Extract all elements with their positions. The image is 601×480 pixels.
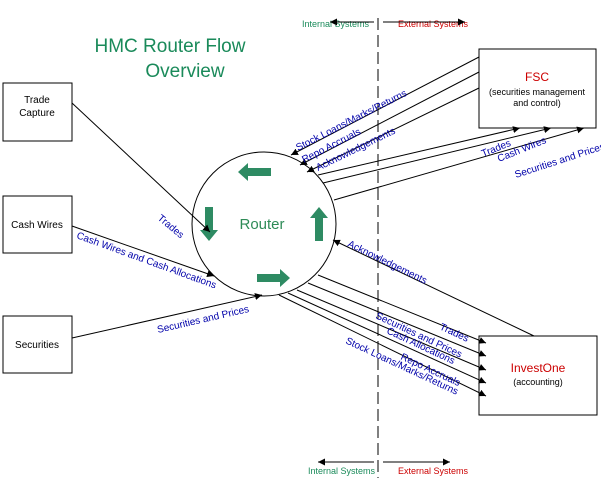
securities-box[interactable]: [2, 315, 73, 374]
router-label: Router: [239, 216, 284, 233]
legend-internal-bottom: Internal Systems: [308, 466, 376, 476]
flow-cash-wires-to-router: [71, 225, 215, 277]
cash-wires-box[interactable]: [2, 195, 73, 254]
label-io-acknowledgements: Acknowledgements: [346, 239, 429, 287]
flow-router-to-fsc-cash-wires: [322, 126, 552, 184]
flow-router-to-investone-trades: [317, 274, 487, 344]
flow-router-to-investone-cash-allocations: [296, 289, 487, 371]
legend-external-bottom: External Systems: [398, 466, 469, 476]
cash-wires-label: Cash Wires: [11, 220, 63, 231]
legend-external-top: External Systems: [398, 19, 469, 29]
securities-label: Securities: [15, 340, 59, 351]
label-securities-prices-in: Securities and Prices: [156, 304, 250, 336]
router-circle[interactable]: [191, 151, 337, 297]
trade-capture-label-1: Trade: [24, 95, 50, 106]
trade-capture-box[interactable]: [2, 82, 73, 142]
fsc-desc-1: (securities management: [489, 87, 586, 97]
flow-fsc-acknowledgements: [306, 87, 480, 173]
diagram-title-line-2: Overview: [145, 61, 224, 82]
router-arrow-up-icon: [310, 207, 328, 241]
flow-securities-to-router: [71, 293, 263, 339]
flow-investone-acknowledgements: [332, 239, 535, 337]
flow-trade-capture-to-router: [71, 102, 211, 233]
flow-router-to-investone-repo-accruals: [287, 292, 487, 384]
investone-title: InvestOne: [511, 361, 566, 375]
router-arrow-right-icon: [257, 269, 290, 287]
router-arrow-down-icon: [200, 207, 218, 241]
flow-router-to-investone-securities: [307, 282, 487, 357]
flow-router-to-fsc-trades: [317, 126, 521, 176]
flow-router-to-fsc-securities: [333, 126, 585, 201]
label-trades-in: Trades: [155, 213, 186, 241]
trade-capture-label-2: Capture: [19, 108, 55, 119]
router-arrow-left-icon: [238, 163, 271, 181]
flow-router-to-investone-stock-loans: [278, 294, 487, 397]
flow-fsc-stock-loans: [290, 56, 480, 156]
fsc-title: FSC: [525, 70, 549, 84]
fsc-box[interactable]: [478, 48, 597, 129]
flow-fsc-repo-accruals: [299, 71, 480, 166]
diagram-title-line-1: HMC Router Flow: [95, 36, 246, 57]
fsc-desc-2: and control): [513, 98, 561, 108]
label-fsc-stock-loans: Stock Loans/Marks/Returns: [294, 88, 408, 154]
investone-desc: (accounting): [513, 377, 563, 387]
investone-box[interactable]: [478, 335, 598, 416]
legend-internal-top: Internal Systems: [302, 19, 370, 29]
